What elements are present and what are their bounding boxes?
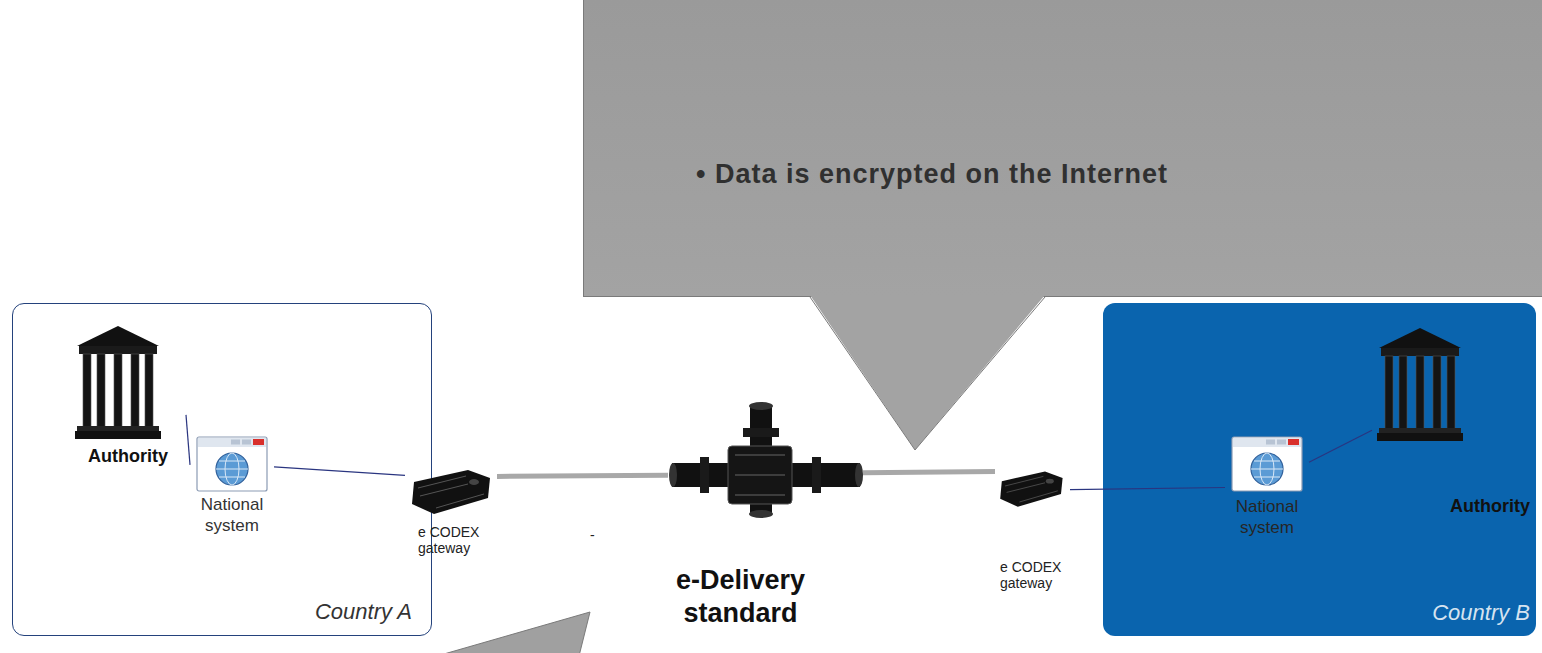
callout-pointer — [810, 297, 1045, 450]
national-system-icon — [197, 437, 267, 491]
gateway-node: e CODEX gateway — [405, 462, 497, 558]
delivery-hub: e-Delivery standard — [668, 400, 863, 635]
delivery-hub-icon — [855, 463, 863, 487]
connector-line — [863, 472, 995, 473]
national-system-icon — [197, 437, 1302, 491]
connector-line — [497, 475, 668, 476]
delivery-hub-icon — [669, 463, 677, 487]
gateway-icon — [1000, 472, 1062, 507]
gateway-icon — [412, 470, 490, 514]
connector-line — [186, 415, 190, 465]
authority-node: Authority — [1372, 325, 1532, 520]
connector-line — [274, 467, 405, 476]
delivery-hub-icon — [750, 405, 772, 515]
node-label: e-Delivery standard — [668, 564, 813, 632]
node-label: National system — [1229, 497, 1305, 538]
connector-line — [1309, 430, 1372, 462]
callout-box: • Data is encrypted on the Internet — [583, 0, 1542, 297]
delivery-hub-icon — [728, 446, 792, 504]
authority-building-icon — [75, 326, 1463, 441]
node-label: Country B — [1432, 600, 1530, 626]
authority-building-icon — [75, 326, 161, 439]
node-label: e CODEX gateway — [418, 524, 493, 556]
node-label: e CODEX gateway — [1000, 559, 1068, 591]
country-box: Country B National system Authority — [1103, 303, 1536, 636]
gateway-icon — [1000, 472, 1062, 507]
delivery-hub-icon — [672, 463, 860, 487]
authority-node: Authority — [70, 325, 186, 470]
node-label: Country A — [315, 599, 412, 625]
gateway-icon — [412, 470, 1063, 514]
delivery-hub-icon — [735, 455, 785, 495]
node-label: • Data is encrypted on the Internet — [696, 159, 1523, 190]
delivery-hub-icon — [743, 428, 779, 437]
national-system-node: National system — [190, 435, 274, 538]
callout-pointer — [810, 295, 1045, 450]
country-box: Country A AuthorityNational system — [12, 303, 432, 636]
national-system-icon — [1232, 437, 1302, 491]
node-label: Authority — [1450, 496, 1530, 517]
delivery-hub-icon — [749, 510, 773, 518]
stray-label: - — [590, 527, 595, 543]
delivery-hub-icon — [812, 457, 821, 493]
node-label: Authority — [88, 446, 168, 467]
lower-callout-pointer — [437, 612, 590, 653]
callout-pointer — [810, 295, 1045, 450]
lower-callout-pointer — [437, 612, 590, 653]
authority-building-icon — [1377, 328, 1463, 441]
delivery-hub-icon — [669, 402, 863, 518]
delivery-hub-icon — [700, 457, 709, 493]
delivery-hub-icon — [749, 402, 773, 410]
node-label: National system — [194, 495, 270, 536]
connector-line — [1070, 488, 1225, 490]
gateway-node: e CODEX gateway — [995, 465, 1070, 595]
national-system-node: National system — [1225, 435, 1309, 540]
